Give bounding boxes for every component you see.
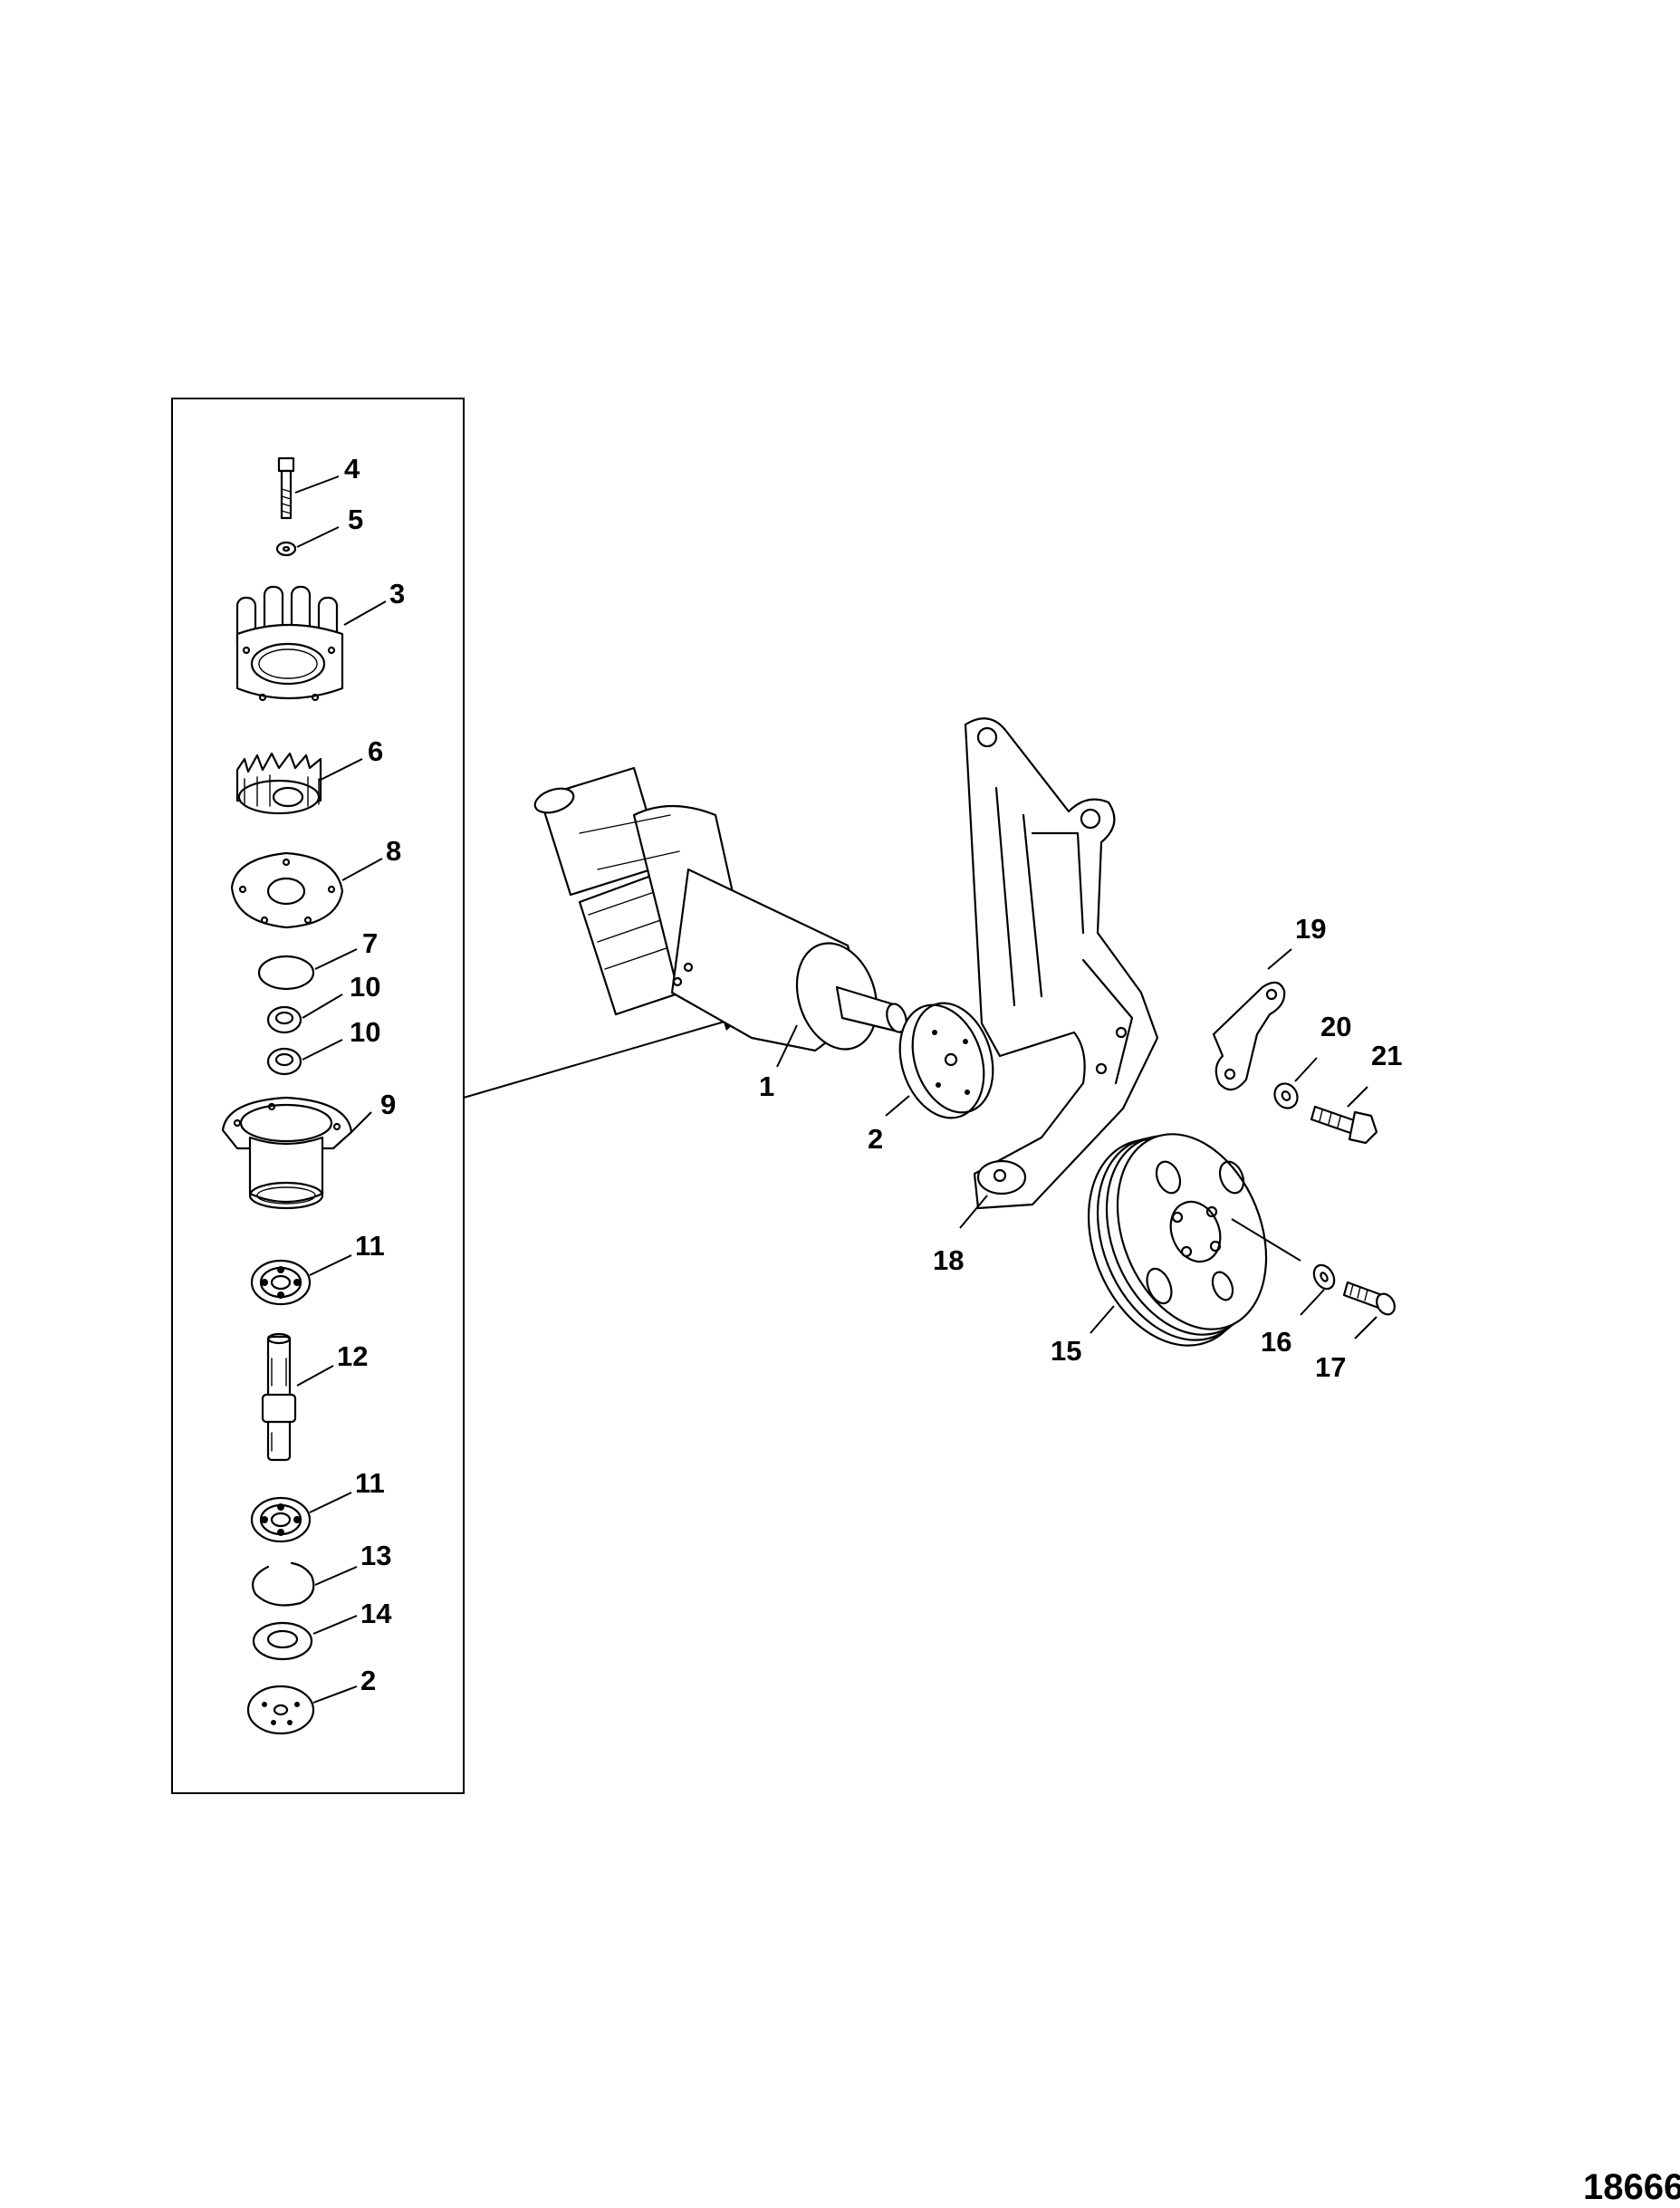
callout-19: 19 [1295, 913, 1326, 945]
callout-17: 17 [1315, 1351, 1346, 1383]
callout-16: 16 [1261, 1326, 1291, 1358]
part-pulley-washer [1312, 1263, 1336, 1291]
callout-3: 3 [389, 578, 405, 610]
callout-9: 9 [380, 1089, 396, 1120]
part-pulley [1087, 1133, 1301, 1347]
part-flat-washer [1273, 1082, 1299, 1109]
part-coupler-disc-detail [246, 1685, 315, 1735]
callout-7: 7 [362, 927, 378, 959]
part-bearing-housing [221, 1096, 353, 1210]
part-bolt [277, 456, 295, 520]
callout-18: 18 [933, 1244, 964, 1276]
leader-lines-left [294, 475, 387, 1704]
part-bearing-lower [250, 1496, 312, 1543]
part-coupler-disc [898, 1002, 994, 1119]
callout-10-lower: 10 [350, 1016, 380, 1048]
part-shaft [261, 1332, 297, 1462]
figure-number: 18666 [1583, 2167, 1680, 2207]
leader-lines-main [776, 948, 1378, 1339]
part-washer [252, 1621, 313, 1661]
part-pump-assembly [533, 766, 907, 1052]
callout-15: 15 [1051, 1335, 1081, 1367]
part-hex-bolt [1310, 1105, 1378, 1145]
part-pump-body [235, 585, 344, 702]
part-bearing-upper [250, 1259, 312, 1306]
callout-11-lower: 11 [355, 1467, 385, 1499]
callout-5: 5 [348, 504, 363, 535]
callout-12: 12 [337, 1340, 368, 1372]
callout-10-upper: 10 [350, 971, 380, 1003]
callout-21: 21 [1371, 1040, 1402, 1071]
callout-labels: 4 5 3 6 8 7 10 10 9 11 12 11 13 14 2 1 2… [337, 453, 1402, 1696]
part-seal-upper [266, 1005, 302, 1034]
callout-2: 2 [868, 1123, 883, 1155]
assembly-arrow [463, 1014, 744, 1099]
callout-11-upper: 11 [355, 1230, 385, 1262]
part-strap-bracket [1212, 981, 1286, 1091]
callout-2-detail: 2 [360, 1665, 376, 1696]
part-seal-lower [266, 1047, 302, 1076]
exploded-view-frame [171, 398, 465, 1794]
part-snap-ring [252, 1561, 315, 1607]
part-o-ring [257, 955, 315, 991]
part-impeller [235, 752, 322, 815]
callout-6: 6 [368, 735, 383, 767]
callout-20: 20 [1320, 1011, 1351, 1042]
callout-13: 13 [360, 1540, 391, 1571]
part-mounting-bracket [964, 717, 1159, 1210]
part-small-washer [275, 541, 297, 557]
callout-4: 4 [344, 453, 360, 485]
part-wear-plate [230, 851, 344, 929]
part-pulley-screw [1342, 1281, 1396, 1316]
callout-8: 8 [386, 835, 401, 867]
callout-1: 1 [759, 1070, 774, 1102]
callout-14: 14 [360, 1598, 392, 1629]
